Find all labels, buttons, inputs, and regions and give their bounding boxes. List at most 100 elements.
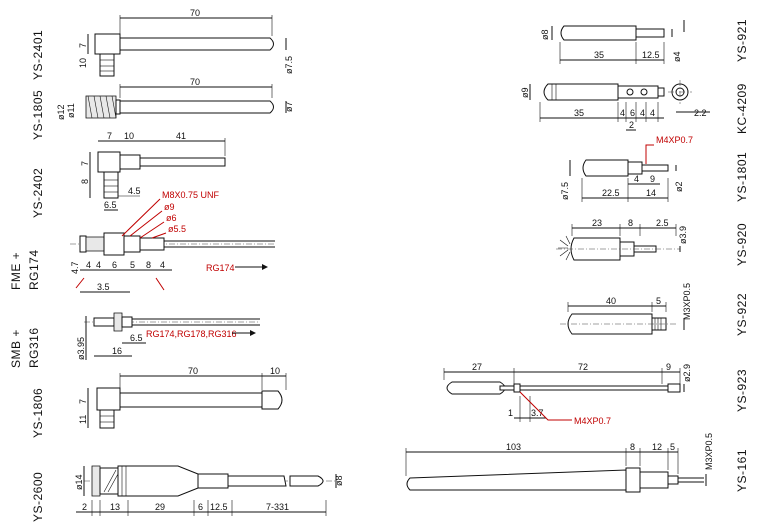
dim-a: 103 [506,442,521,452]
model-ys2402: YS-2402 7 10 41 8 7 4.5 6.5 [31,131,226,218]
base-collar [625,467,641,493]
model-ys1805: YS-1805 70 ø12 ø11 ø7 [31,77,294,140]
dim-dia: ø7 [284,101,294,112]
dim-d: 6 [630,108,635,118]
dim-d: 5 [130,260,135,270]
callout-d55: ø5.5 [168,224,186,234]
dim-a: 40 [606,296,616,306]
dim-a: 27 [472,362,482,372]
callout-thread: M4XP0.7 [656,135,693,145]
dim-d2: ø11 [66,103,76,118]
model-fme: FME + RG174 M8X0.75 UNF ø9 ø6 ø5.5 RG174… [9,190,275,293]
model-smb: SMB + RG316 RG174,RG178,RG316 ø3.95 6.5 … [9,312,260,368]
dim-d: 1 [508,408,513,418]
model-label: YS-2600 [31,472,45,522]
dim-g: 2.2 [694,108,707,118]
model-label: YS-920 [735,223,749,266]
dim-b: 10 [124,131,134,141]
whip-tip [289,475,324,487]
dim-c: 29 [155,502,165,512]
dim-a: 7 [107,131,112,141]
dim-length: 70 [190,77,200,87]
model-ys1801: YS-1801 M4XP0.7 ø7.5 22.5 14 4 9 ø2 [560,135,749,202]
callout-thread: M4XP0.7 [574,416,611,426]
dim-a: 35 [574,108,584,118]
model-label: YS-923 [735,369,749,412]
dim-c: 12 [652,442,662,452]
dim-e: 8 [146,260,151,270]
whip-sleeve [197,473,229,489]
model-ys922: YS-922 40 5 M3XP0.5 [560,283,749,336]
model-label-a: SMB + [9,329,23,368]
spring-body [117,465,199,497]
model-ys923: YS-923 27 72 9 ø2.9 1 3.7 M4XP0.7 [443,362,749,426]
connector-pin [635,28,665,38]
dim-g: 6.5 [104,200,117,210]
model-label: YS-922 [735,293,749,336]
dim-d1: ø12 [56,104,66,120]
dim-d: 6 [198,502,203,512]
antenna-whip [119,37,274,51]
tip-bulb [446,381,506,395]
sleeve-body [560,25,637,41]
dim-e: 4 [640,108,645,118]
coupling-nut [103,232,125,256]
dim-a: 23 [592,218,602,228]
whip-body [406,469,627,491]
connector-nut [103,171,119,199]
threaded-stud [667,475,679,485]
dim-f: 4 [160,260,165,270]
dim-thread: M3XP0.5 [682,283,692,320]
threaded-pin [641,164,669,172]
dim-h: 7 [78,43,88,48]
dim-a: 22.5 [602,188,620,198]
dim-d1: 11 [78,415,88,424]
dim-a: 4.7 [70,261,80,274]
dim-c: 2.5 [656,218,669,228]
model-label-b: RG316 [27,327,41,368]
model-label: YS-1805 [31,90,45,140]
dim-f: 4.5 [128,186,141,196]
dim-e: ø2 [674,181,684,192]
connector-nut [99,53,115,77]
antenna-tip [261,390,283,410]
whip-rod [519,385,669,391]
sleeve-body [582,159,629,177]
dim-dia: ø7.5 [284,56,294,74]
callout-cable: RG174,RG178,RG316 [146,329,237,339]
dim-d: 5 [670,442,675,452]
dim-d: 8 [80,179,90,184]
base-flange [91,465,101,497]
dim-c: 9 [666,362,671,372]
antenna-whip [119,392,263,408]
dim-a: 6.5 [130,333,143,343]
model-kc4209: KC-4209 ø9 35 4 6 4 4 2 2.2 [520,80,749,134]
dim-a: 35 [594,50,604,60]
thread-stub [79,235,87,253]
dim-dia: ø2.9 [682,364,692,382]
dim-dia: ø14 [74,474,84,490]
dim-length: 70 [190,8,200,18]
dim-dia: ø9 [520,87,530,98]
dim-d: ø4 [672,51,682,62]
dim-g: 4 [86,260,91,270]
dim-e: 3.7 [531,408,544,418]
connector-body [96,387,121,411]
dim-dia: ø7.5 [560,182,570,200]
dim-b: 13 [110,502,120,512]
cable [139,157,226,167]
dim-b: 4 [620,108,625,118]
lug-plate [617,85,659,99]
model-label: YS-2402 [31,168,45,218]
dim-b: 16 [112,346,122,356]
dim-dia: ø3.95 [76,337,86,360]
callout-thread: M8X0.75 UNF [162,190,220,200]
dim-a: 2 [82,502,87,512]
dim-b: 5 [656,296,661,306]
dim-c: 41 [176,131,186,141]
connector-nut [99,409,115,429]
sleeve-body [543,83,619,101]
model-ys161: YS-161 103 8 12 5 M3XP0.5 [405,433,749,493]
